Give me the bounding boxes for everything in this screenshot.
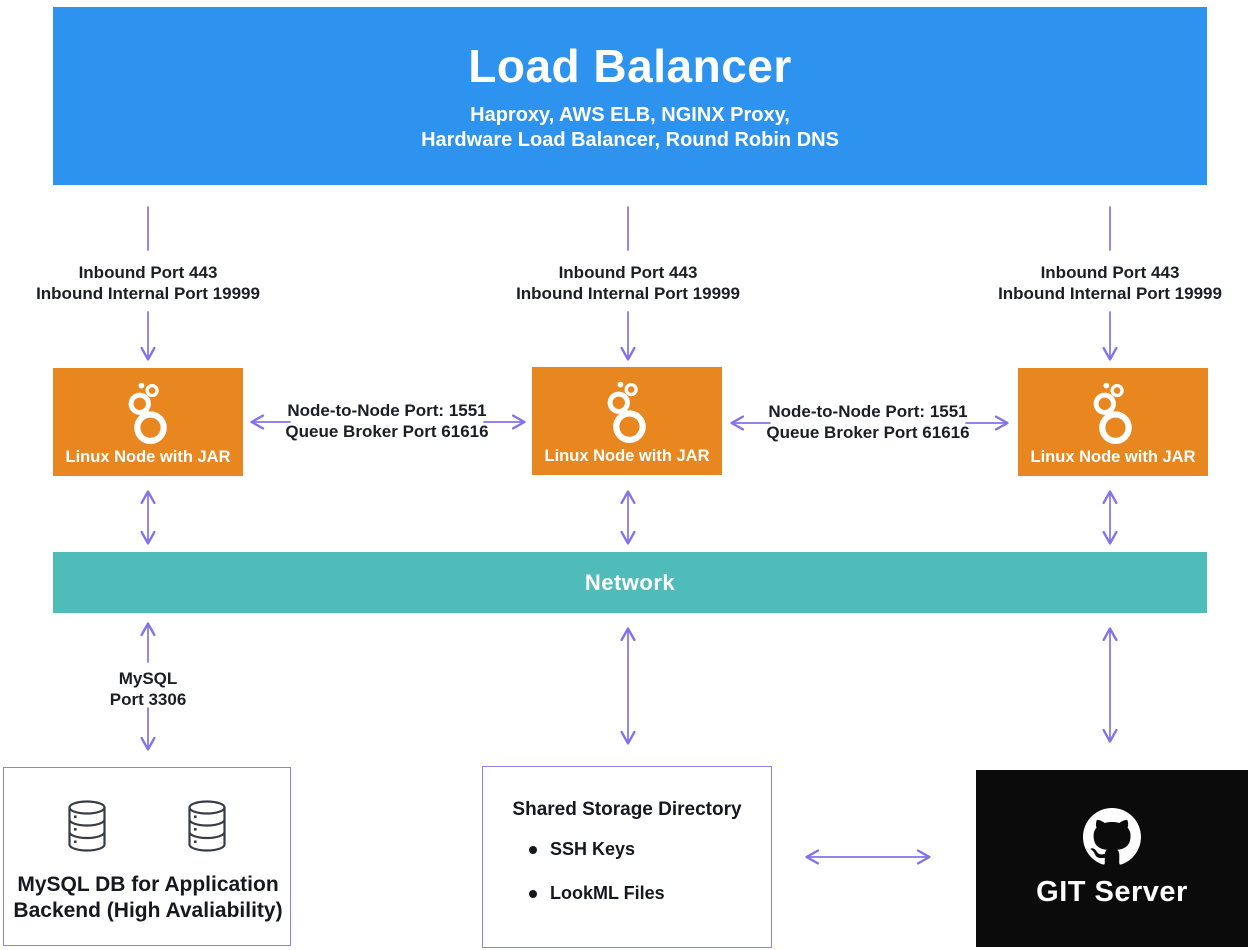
mysql-port-line1: MySQL (118, 669, 178, 688)
shared-storage-item-ssh-keys: SSH Keys (529, 839, 635, 860)
node-link-left-line2: Queue Broker Port 61616 (285, 422, 489, 441)
network-bar: Network (53, 552, 1207, 613)
inbound-ports-middle-line1: Inbound Port 443 (558, 263, 698, 282)
mysql-db-caption-line1: MySQL DB for Application (17, 873, 279, 896)
inbound-ports-label-right: Inbound Port 443 Inbound Internal Port 1… (998, 262, 1222, 304)
node-link-label-left: Node-to-Node Port: 1551 Queue Broker Por… (285, 400, 488, 442)
database-cylinder-icon (188, 800, 226, 852)
load-balancer-subtitle-line1: Haproxy, AWS ELB, NGINX Proxy, (470, 104, 790, 126)
load-balancer-subtitle-line2: Hardware Load Balancer, Round Robin DNS (421, 129, 839, 151)
linux-node-label: Linux Node with JAR (1030, 448, 1196, 466)
node-link-right-line2: Queue Broker Port 61616 (766, 423, 970, 442)
node-link-right-line1: Node-to-Node Port: 1551 (768, 402, 968, 421)
git-server-label: GIT Server (1036, 876, 1188, 908)
linux-node-box-middle: Linux Node with JAR (532, 367, 722, 475)
database-cylinder-icon (68, 800, 106, 852)
shared-storage-item-lookml-files: LookML Files (529, 883, 665, 904)
load-balancer-subtitle: Haproxy, AWS ELB, NGINX Proxy, Hardware … (421, 103, 839, 153)
linux-node-box-left: Linux Node with JAR (53, 368, 243, 476)
inbound-ports-label-left: Inbound Port 443 Inbound Internal Port 1… (36, 262, 260, 304)
inbound-ports-label-middle: Inbound Port 443 Inbound Internal Port 1… (516, 262, 740, 304)
inbound-ports-left-line2: Inbound Internal Port 19999 (36, 284, 260, 303)
cluster-bubbles-icon (607, 381, 646, 443)
mysql-db-caption: MySQL DB for Application Backend (High A… (13, 872, 282, 924)
cluster-bubbles-icon (128, 382, 167, 444)
mysql-port-line2: Port 3306 (109, 690, 187, 709)
linux-node-label: Linux Node with JAR (544, 447, 710, 465)
git-server-box: GIT Server (976, 770, 1248, 947)
load-balancer-title: Load Balancer (468, 40, 792, 92)
linux-node-box-right: Linux Node with JAR (1018, 368, 1208, 476)
inbound-ports-right-line2: Inbound Internal Port 19999 (998, 284, 1222, 303)
shared-storage-item-label: LookML Files (550, 883, 665, 903)
cluster-bubbles-icon (1093, 382, 1132, 444)
mysql-db-box (3, 767, 291, 946)
inbound-ports-left-line1: Inbound Port 443 (78, 263, 218, 282)
node-link-left-line1: Node-to-Node Port: 1551 (287, 401, 487, 420)
github-octocat-icon (1083, 808, 1141, 865)
shared-storage-title: Shared Storage Directory (512, 799, 742, 820)
mysql-port-label: MySQL Port 3306 (110, 668, 187, 710)
linux-node-label: Linux Node with JAR (65, 448, 231, 466)
shared-storage-box: Shared Storage Directory SSH Keys LookML… (482, 766, 772, 948)
mysql-db-caption-line2: Backend (High Avaliability) (13, 899, 283, 922)
inbound-ports-middle-line2: Inbound Internal Port 19999 (516, 284, 740, 303)
shared-storage-item-label: SSH Keys (550, 839, 636, 859)
load-balancer-box: Load Balancer Haproxy, AWS ELB, NGINX Pr… (53, 7, 1207, 185)
bullet-dot-icon (529, 889, 537, 898)
node-link-label-right: Node-to-Node Port: 1551 Queue Broker Por… (766, 401, 969, 443)
inbound-ports-right-line1: Inbound Port 443 (1040, 263, 1180, 282)
network-label: Network (584, 569, 676, 595)
bullet-dot-icon (529, 845, 537, 854)
